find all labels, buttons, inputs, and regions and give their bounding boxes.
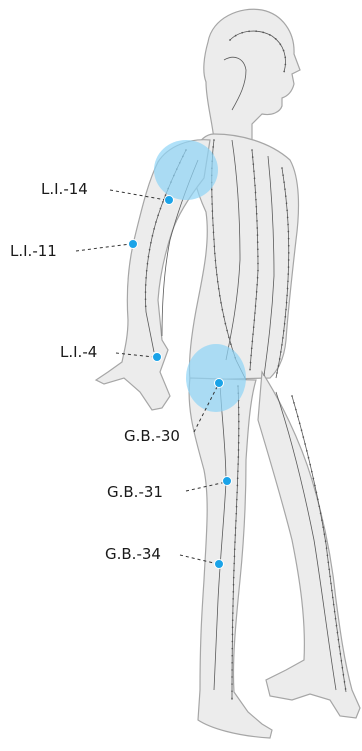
label-gb34: G.B.-34 [105, 545, 161, 563]
label-li4: L.I.-4 [60, 343, 97, 361]
label-gb31: G.B.-31 [107, 483, 163, 501]
front-leg-outline [189, 378, 272, 738]
label-li11: L.I.-11 [10, 242, 57, 260]
head-outline [204, 9, 300, 140]
label-gb30: G.B.-30 [124, 427, 180, 445]
label-li14: L.I.-14 [41, 180, 88, 198]
shoulder-highlight-area [154, 140, 218, 200]
point-li14 [165, 196, 174, 205]
back-leg-outline [258, 372, 360, 718]
point-gb31 [223, 477, 232, 486]
point-gb30 [215, 379, 224, 388]
leader-li11 [76, 244, 130, 251]
point-gb34 [215, 560, 224, 569]
point-li4 [153, 353, 162, 362]
hip-highlight-area [186, 344, 246, 412]
point-li11 [129, 240, 138, 249]
